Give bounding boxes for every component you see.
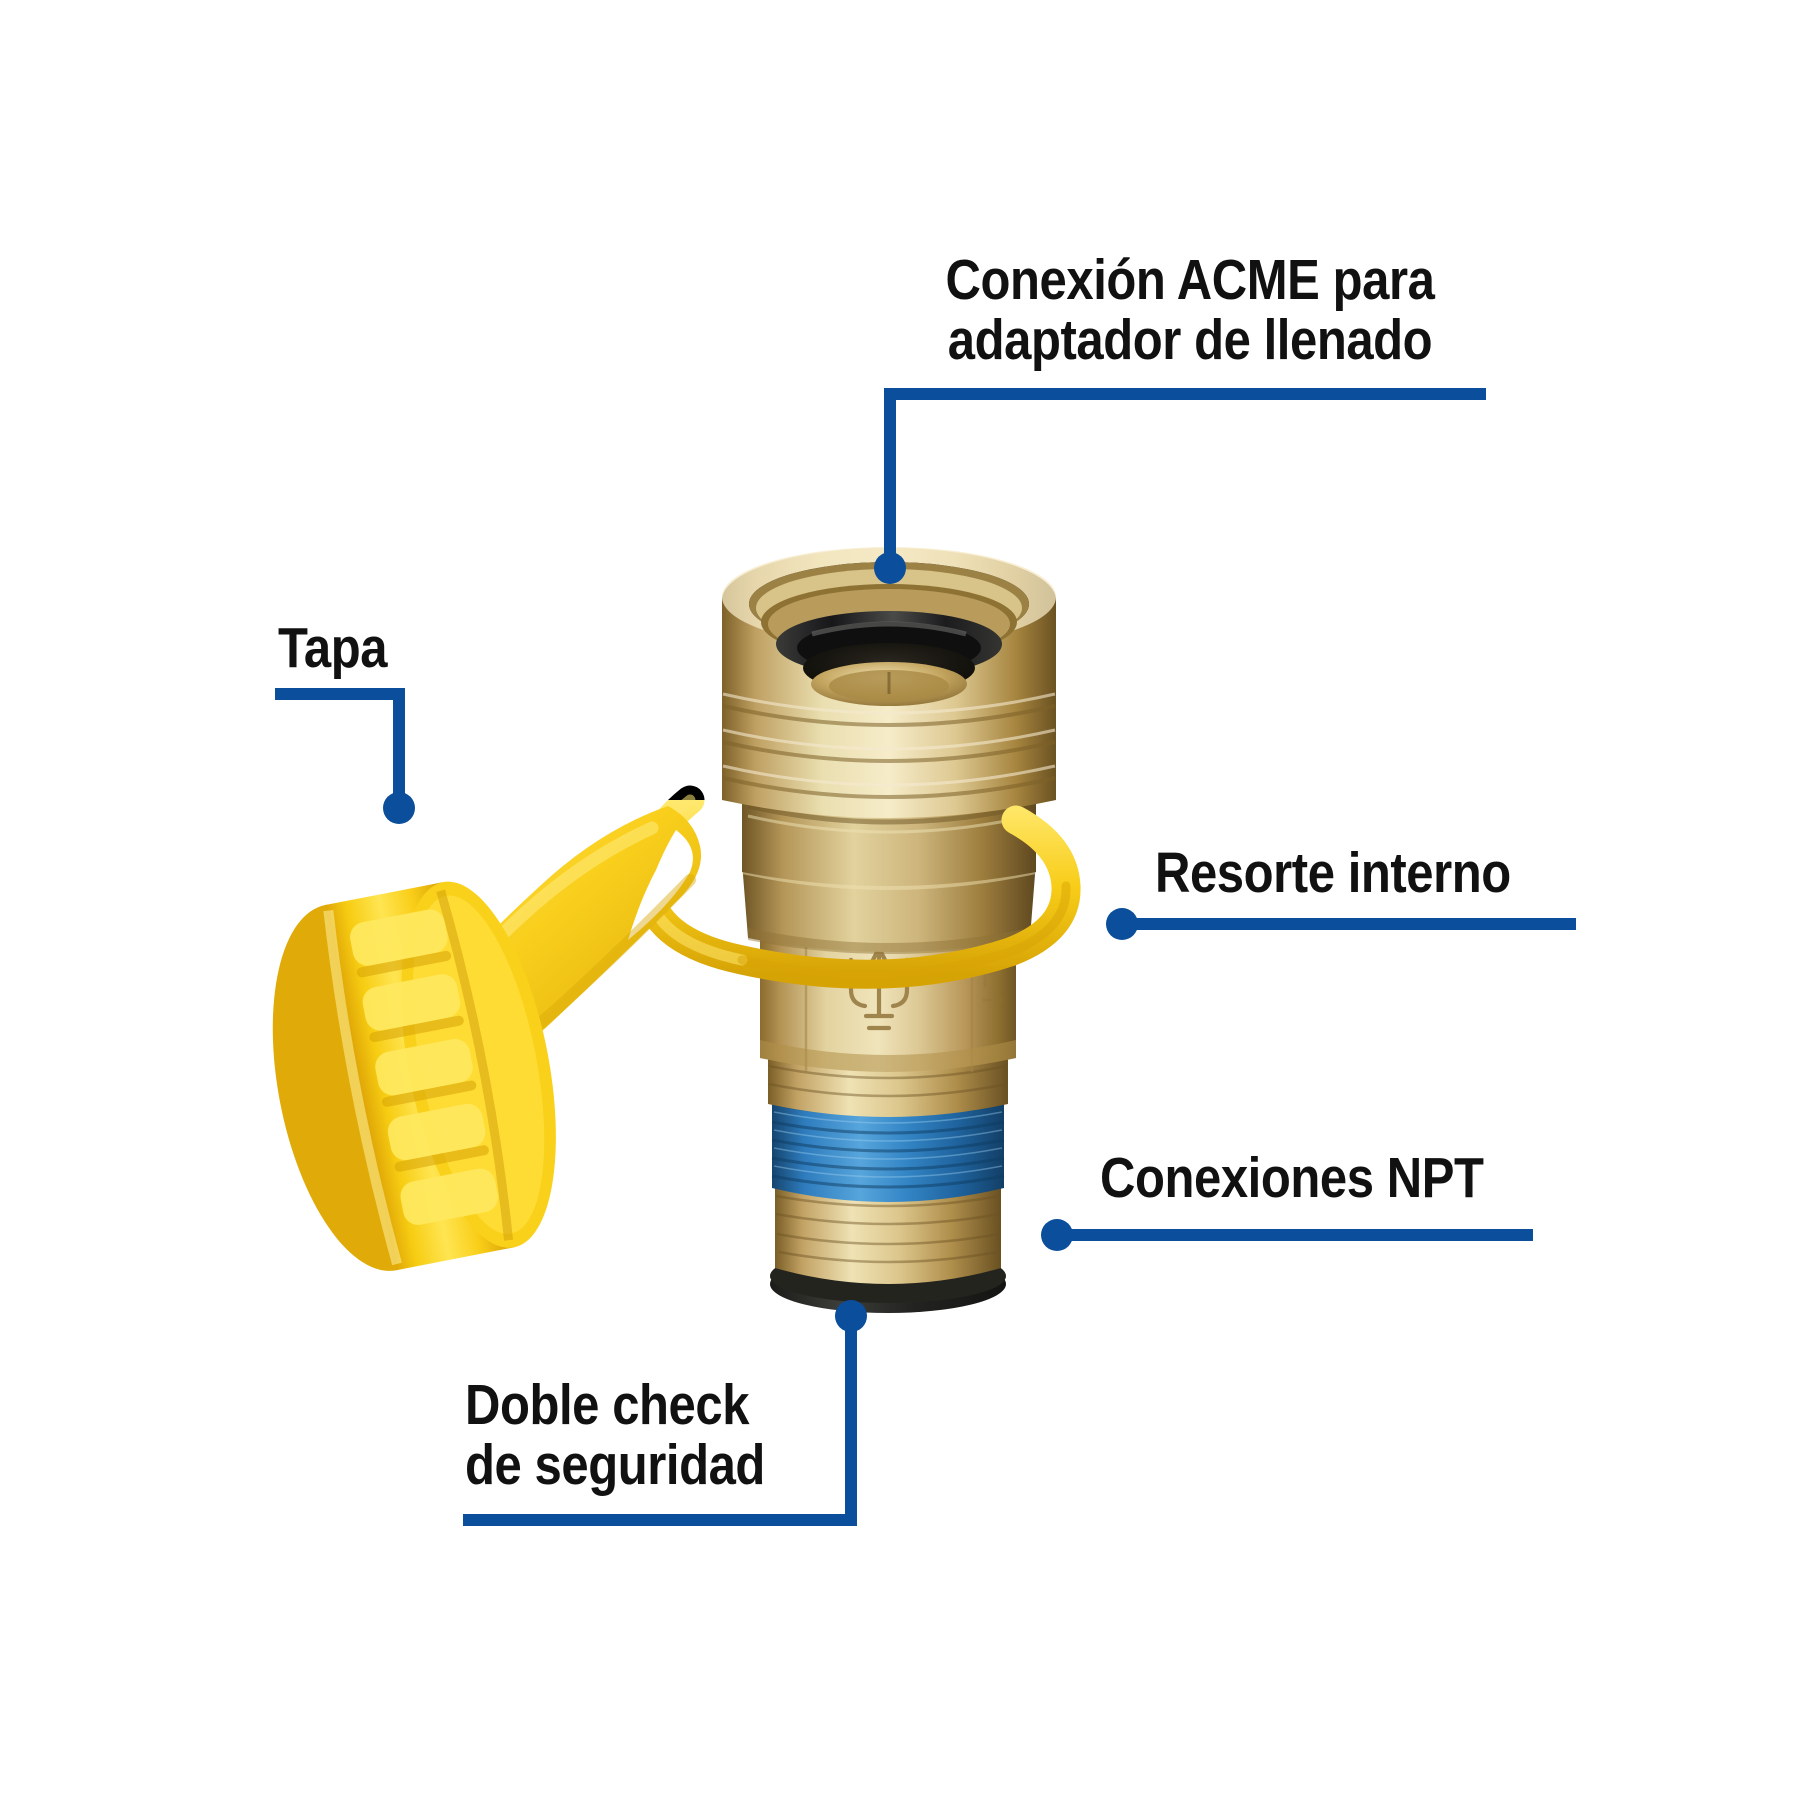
leader-dot-resorte	[1106, 908, 1138, 940]
callout-label-doble-check: Doble check de seguridad	[465, 1373, 765, 1498]
callout-label-resorte: Resorte interno	[1155, 841, 1511, 905]
yellow-cap	[272, 881, 556, 1271]
leader-dot-npt	[1041, 1219, 1073, 1251]
leader-dot-tapa	[383, 792, 415, 824]
upper-collar	[742, 862, 1036, 954]
callout-label-acme: Conexión ACME para adaptador de llenado	[945, 248, 1435, 373]
acme-connection	[722, 547, 1056, 818]
leader-dot-doble	[835, 1300, 867, 1332]
leader-tapa	[275, 688, 405, 796]
leader-doble	[463, 1328, 857, 1526]
leader-dot-acme	[874, 552, 906, 584]
callout-label-tapa: Tapa	[278, 616, 388, 680]
leader-acme	[884, 388, 1486, 556]
callout-label-npt: Conexiones NPT	[1100, 1146, 1484, 1210]
